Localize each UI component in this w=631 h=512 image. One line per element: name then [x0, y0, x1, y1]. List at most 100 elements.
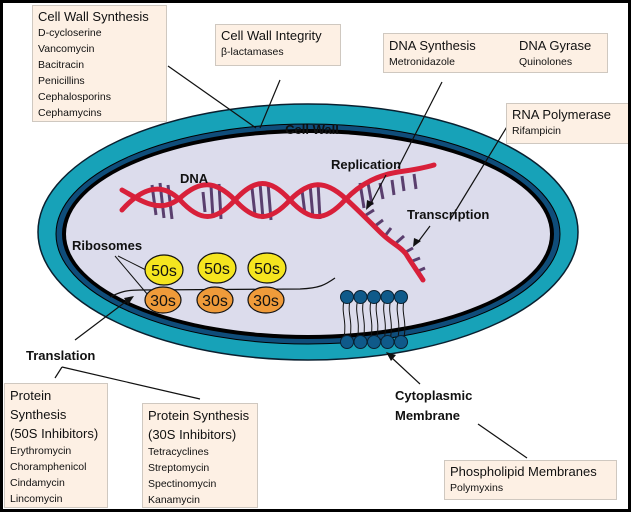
transcription-arrow	[417, 225, 431, 243]
transcription-arrowhead	[413, 238, 421, 247]
phospholipid-tail	[396, 300, 406, 339]
box-heading: (30S Inhibitors)	[148, 427, 237, 442]
ribosome-30s-label: 30s	[150, 293, 176, 310]
pointer-phospholipid	[477, 423, 528, 459]
pointer-translation-50s	[54, 366, 63, 379]
replication-label: Replication	[331, 157, 401, 172]
phospholipid-tail	[369, 300, 379, 339]
box-protein-synthesis-50s: Protein Synthesis (50S Inhibitors) Eryth…	[4, 383, 108, 508]
box-dna-targets: DNA Synthesis Metronidazole DNA Gyrase Q…	[383, 33, 608, 73]
ribosome-50s	[197, 252, 237, 284]
pointer-dna-synthesis	[397, 81, 443, 169]
dna-synthesis-group: DNA Synthesis Metronidazole	[389, 37, 476, 70]
drug-item: Tetracyclines	[148, 446, 209, 458]
cytoplasmic-label: Cytoplasmic	[395, 388, 472, 403]
diagram-frame: Cell Wall DNA Replication Transcription	[3, 3, 628, 509]
drug-item: Streptomycin	[148, 462, 210, 474]
ribosome-50s-label: 50s	[204, 261, 230, 278]
ribosome-30s-label: 30s	[202, 293, 228, 310]
drug-item: Choramphenicol	[10, 461, 87, 473]
membrane-arrowhead	[386, 352, 396, 361]
drug-item: Lincomycin	[10, 493, 63, 505]
pointer-cell-wall-integrity	[259, 79, 281, 129]
drug-item: β-lactamases	[221, 46, 284, 58]
phospholipid-head	[340, 335, 354, 349]
box-heading: Protein	[10, 388, 52, 403]
replication-arrowhead	[366, 200, 374, 210]
drug-item: Rifampicin	[512, 125, 562, 137]
drug-item: Quinolones	[519, 56, 573, 68]
drug-item: Penicillins	[38, 75, 85, 87]
phospholipid-head	[367, 290, 381, 304]
replication-arrow	[369, 174, 387, 206]
phospholipid-head	[380, 335, 395, 349]
ribosome-50s	[247, 252, 287, 284]
pointer-lines	[54, 65, 528, 459]
dna-helix	[119, 162, 437, 283]
pointer-rna-polymerase	[449, 124, 509, 221]
drug-item: Metronidazole	[389, 56, 455, 68]
box-protein-synthesis-30s: Protein Synthesis (30S Inhibitors) Tetra…	[142, 403, 258, 508]
box-heading: Phospholipid Membranes	[450, 464, 597, 479]
box-heading: Protein Synthesis	[148, 408, 250, 423]
drug-item: Cephalosporins	[38, 91, 111, 103]
ribosome-3	[247, 252, 287, 314]
transcription-label: Transcription	[407, 207, 489, 222]
drug-item: Cindamycin	[10, 477, 65, 489]
drug-item: Bacitracin	[38, 59, 85, 71]
box-heading: (50S Inhibitors)	[10, 426, 99, 441]
ribosome-50s-label: 50s	[151, 263, 177, 280]
phospholipid-head	[394, 290, 408, 304]
phospholipid-bilayer	[340, 290, 408, 349]
drug-item: D-cycloserine	[38, 27, 102, 39]
box-heading: Synthesis	[10, 407, 67, 422]
ribosome-2	[196, 252, 237, 314]
ribosome-30s	[247, 286, 285, 314]
phospholipid-tail	[342, 300, 352, 339]
box-heading: Cell Wall Synthesis	[38, 9, 149, 24]
phospholipid-head	[394, 335, 408, 349]
cytoplasm	[66, 133, 550, 335]
dna-gyrase-group: DNA Gyrase Quinolones	[519, 37, 591, 70]
dna-label: DNA	[180, 171, 209, 186]
box-heading: RNA Polymerase	[512, 107, 611, 122]
drug-item: Erythromycin	[10, 445, 72, 457]
phospholipid-tail	[383, 300, 392, 339]
box-heading: DNA Synthesis	[389, 38, 476, 53]
drug-item: Kanamycin	[148, 494, 200, 506]
box-cell-wall-integrity: Cell Wall Integrity β-lactamases	[215, 24, 341, 66]
drug-item: Spectinomycin	[148, 478, 217, 490]
membrane-label: Membrane	[395, 408, 460, 423]
membrane-arrow	[391, 357, 421, 385]
ribosome-1	[144, 254, 184, 314]
ribosomes-leader-30s	[114, 255, 149, 296]
ribosome-30s	[196, 286, 234, 314]
phospholipid-head	[380, 290, 395, 304]
phospholipid-head	[367, 335, 381, 349]
box-rna-polymerase: RNA Polymerase Rifampicin	[506, 103, 628, 144]
ribosome-50s	[144, 254, 184, 286]
ribosome-50s-label: 50s	[254, 261, 280, 278]
pointer-translation-30s	[61, 366, 201, 400]
phospholipid-head	[353, 290, 368, 304]
drug-item: Vancomycin	[38, 43, 95, 55]
translation-label: Translation	[26, 348, 95, 363]
cell-diagram: Cell Wall DNA Replication Transcription	[26, 65, 579, 459]
box-heading: Cell Wall Integrity	[221, 28, 322, 43]
ribosomes-leader-50s	[117, 255, 147, 271]
ribosome-30s	[144, 286, 182, 314]
translation-arrow	[74, 299, 129, 341]
drug-item: Polymyxins	[450, 482, 504, 494]
phospholipid-tail	[356, 300, 365, 339]
phospholipid-head	[353, 335, 368, 349]
cell-wall-label: Cell Wall	[285, 122, 339, 137]
pointer-cell-wall-synthesis	[167, 65, 257, 129]
ribosomes-label: Ribosomes	[72, 238, 142, 253]
box-phospholipid-membranes: Phospholipid Membranes Polymyxins	[444, 460, 617, 500]
ribosome-30s-label: 30s	[253, 293, 279, 310]
box-heading: DNA Gyrase	[519, 38, 592, 53]
drug-item: Cephamycins	[38, 107, 102, 119]
box-cell-wall-synthesis: Cell Wall Synthesis D-cycloserine Vancom…	[32, 5, 167, 122]
translation-arrowhead	[124, 296, 134, 305]
phospholipid-head	[340, 290, 354, 304]
